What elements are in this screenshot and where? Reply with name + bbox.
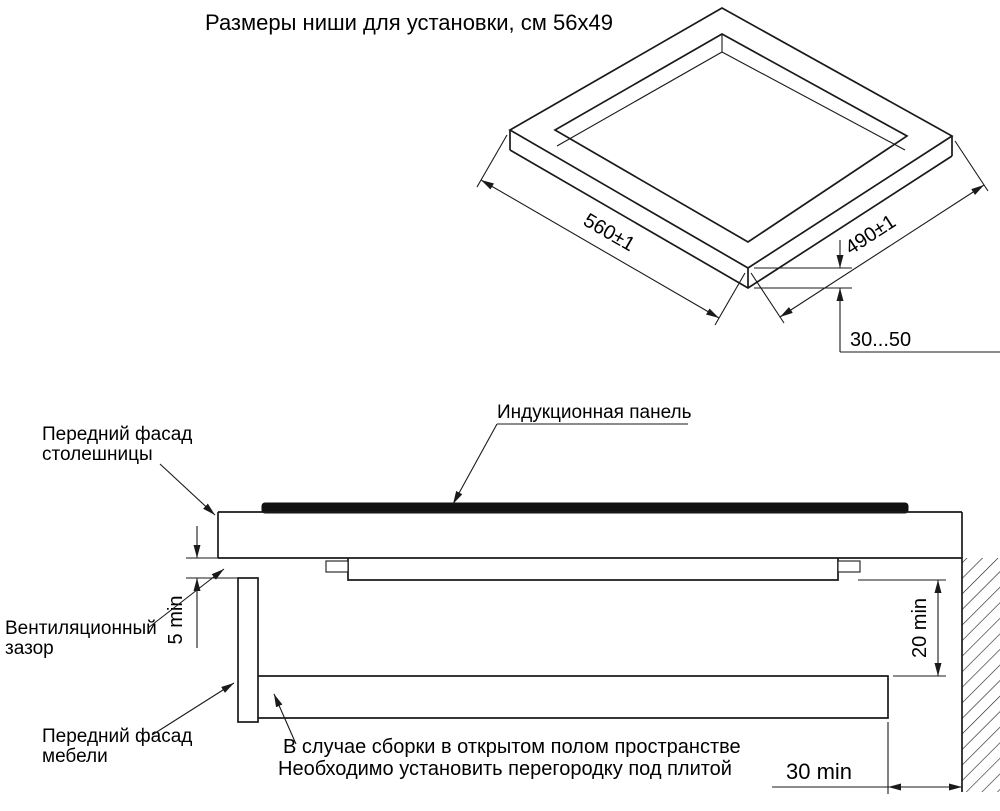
label-induction-panel: Индукционная панель	[452, 402, 692, 505]
label-countertop-facade: Передний фасад столешницы	[42, 424, 216, 516]
vent-gap-label-line1: Вентиляционный	[5, 618, 157, 639]
dimension-depth: 490±1	[750, 140, 989, 324]
wall-hatching	[962, 558, 1000, 792]
dim-depth-value: 490±1	[841, 211, 900, 260]
hob-body	[347, 558, 839, 581]
dim-rear-clearance-value: 20 min	[909, 598, 931, 658]
drawing-title: Размеры ниши для установки, см 56х49	[205, 10, 613, 35]
dim-extension-line	[954, 140, 989, 192]
mounting-clip-left	[325, 560, 349, 573]
leader-line	[452, 423, 498, 505]
countertop-facade-label-line2: столешницы	[42, 444, 153, 465]
furniture-facade-label-line2: мебели	[42, 746, 108, 767]
countertop-facade-label-line1: Передний фасад	[42, 424, 192, 445]
dim-width-value: 560±1	[579, 209, 638, 256]
partition-shelf	[258, 675, 889, 719]
mounting-clip-right	[837, 560, 861, 573]
niche-inner-depth-edges	[556, 34, 906, 151]
dim-extension-line	[714, 272, 746, 326]
induction-panel	[261, 502, 909, 514]
vent-gap-label-line2: зазор	[5, 638, 54, 659]
leader-line	[273, 693, 297, 745]
dim-vent-gap-value: 5 min	[165, 596, 187, 645]
dim-extension-line	[476, 134, 508, 188]
niche-inner-edge	[553, 33, 909, 244]
dimension-width: 560±1	[476, 134, 746, 326]
label-furniture-facade: Передний фасад мебели	[42, 682, 235, 767]
dim-thickness-value: 30...50	[850, 329, 911, 351]
furniture-facade-label-line1: Передний фасад	[42, 726, 192, 747]
niche-thickness-edges	[509, 130, 953, 289]
leader-line	[151, 682, 235, 736]
furniture-facade	[237, 577, 259, 723]
note-line2: Необходимо установить перегородку под пл…	[278, 758, 732, 780]
dim-line	[779, 184, 985, 318]
dim-line	[480, 179, 720, 319]
dimension-bottom-clearance: 30 min	[772, 722, 962, 794]
label-vent-gap: Вентиляционный зазор	[5, 568, 225, 659]
dim-extension-line	[750, 272, 785, 324]
induction-panel-label: Индукционная панель	[497, 402, 692, 423]
countertop	[217, 511, 962, 559]
dimension-rear-clearance: 20 min	[858, 579, 946, 677]
note-line1: В случае сборки в открытом полом простра…	[283, 736, 741, 758]
assembly-note: В случае сборки в открытом полом простра…	[273, 693, 741, 780]
leader-line	[159, 463, 216, 516]
leader-line	[147, 568, 225, 629]
cross-section-view: 5 min 20 min 30 min Индукционная панель …	[5, 402, 1000, 794]
dim-bottom-clearance-value: 30 min	[786, 759, 852, 784]
niche-isometric-view: 560±1 490±1 30...50	[476, 7, 1000, 353]
dimension-thickness: 30...50	[754, 240, 1000, 353]
